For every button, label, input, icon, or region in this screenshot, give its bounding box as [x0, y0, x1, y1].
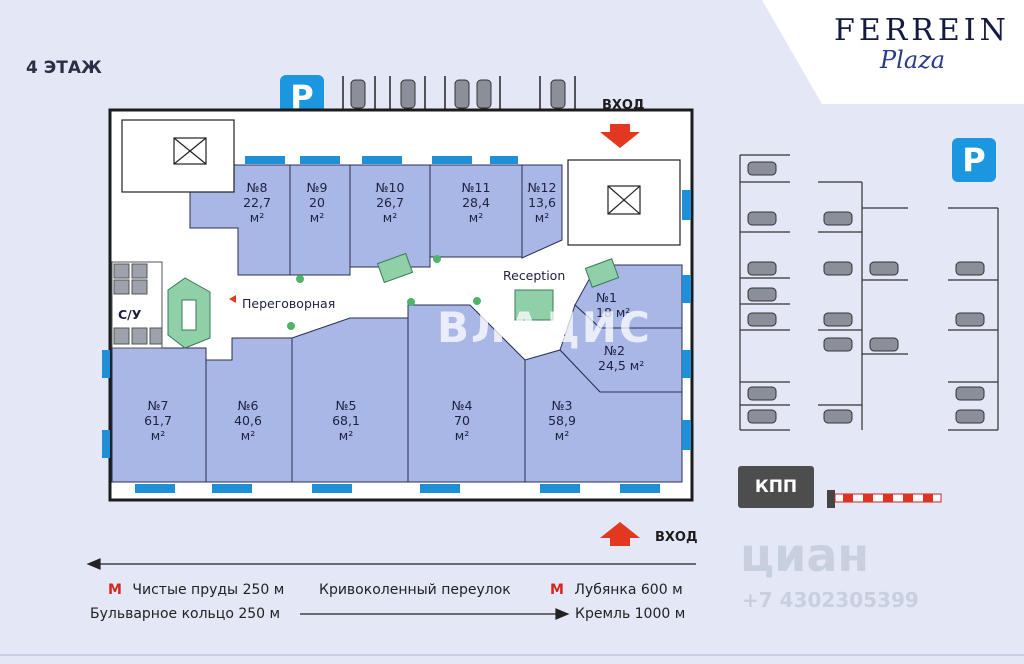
stairwell-right — [567, 159, 681, 246]
cian-phone: +7 4302305399 — [742, 588, 919, 612]
room-area: 18 м² — [596, 305, 631, 320]
metro-icon: М — [550, 582, 564, 598]
lounge-furniture — [376, 252, 620, 321]
room-5[interactable]: №5 68,1 м² — [324, 398, 368, 443]
room-11[interactable]: №11 28,4 м² — [454, 180, 498, 225]
brand-logo: FERREIN Plaza — [762, 0, 1024, 104]
bottom-rooms — [111, 304, 683, 483]
room-unit: м² — [309, 210, 325, 225]
meeting-arrow — [229, 295, 236, 303]
cian-watermark: циан — [740, 528, 870, 582]
room-1[interactable]: №1 18 м² — [596, 290, 646, 320]
floor-label: 4 ЭТАЖ — [26, 58, 102, 78]
room-12[interactable]: №12 13,6 м² — [522, 180, 562, 225]
room-unit: м² — [554, 428, 570, 443]
room-number: №5 — [335, 398, 357, 413]
legend-lubyanka: Лубянка 600 м — [574, 582, 683, 598]
room-6[interactable]: №6 40,6 м² — [226, 398, 270, 443]
plants — [287, 255, 481, 330]
legend-chistye-prudy: Чистые пруды 250 м — [132, 582, 285, 598]
room-area: 68,1 — [332, 413, 360, 428]
room-unit: м² — [534, 210, 550, 225]
room-number: №2 — [604, 343, 625, 358]
room-2[interactable]: №2 24,5 м² — [598, 343, 668, 373]
legend-street: Кривоколенный переулок — [319, 582, 511, 598]
room-area: 24,5 м² — [598, 358, 645, 373]
restroom-block — [111, 261, 163, 349]
room-area: 40,6 — [234, 413, 262, 428]
legend-right-top: М Лубянка 600 м — [550, 582, 683, 598]
room-unit: м² — [338, 428, 354, 443]
legend-left-top: М Чистые пруды 250 м — [108, 582, 284, 598]
room-number: №9 — [306, 180, 328, 195]
right-parking — [739, 154, 999, 431]
room-4[interactable]: №4 70 м² — [440, 398, 484, 443]
checkpoint-box: КПП — [738, 466, 814, 508]
reception-label: Reception — [503, 268, 566, 283]
room-area: 22,7 — [243, 195, 271, 210]
room-number: №3 — [551, 398, 573, 413]
street-arrows — [86, 558, 696, 620]
room-number: №10 — [375, 180, 405, 195]
legend-left-bottom: Бульварное кольцо 250 м — [90, 606, 281, 622]
legend-right-bottom: Кремль 1000 м — [575, 606, 686, 622]
room-area: 58,9 — [548, 413, 576, 428]
restroom-label: С/У — [118, 307, 142, 322]
room-area: 26,7 — [376, 195, 404, 210]
room-unit: м² — [468, 210, 484, 225]
room-area: 13,6 — [528, 195, 556, 210]
room-7[interactable]: №7 61,7 м² — [136, 398, 180, 443]
room-unit: м² — [249, 210, 265, 225]
room-number: №8 — [246, 180, 268, 195]
metro-icon: М — [108, 582, 122, 598]
room-area: 61,7 — [144, 413, 172, 428]
room-9[interactable]: №9 20 м² — [297, 180, 337, 225]
room-unit: м² — [150, 428, 166, 443]
room-8[interactable]: №8 22,7 м² — [236, 180, 278, 225]
room-area: 70 — [454, 413, 470, 428]
stairwell-left — [121, 119, 235, 193]
parking-sign-right: P — [952, 138, 996, 182]
room-number: №4 — [451, 398, 473, 413]
room-unit: м² — [240, 428, 256, 443]
room-number: №1 — [596, 290, 617, 305]
room-unit: м² — [382, 210, 398, 225]
brand-name: FERREIN — [834, 13, 1010, 48]
room-unit: м² — [454, 428, 470, 443]
room-3[interactable]: №3 58,9 м² — [540, 398, 584, 443]
room-area: 28,4 — [462, 195, 490, 210]
parked-cars-top — [350, 79, 566, 109]
room-area: 20 — [309, 195, 325, 210]
parked-cars-right — [747, 161, 985, 424]
entrance-label-bottom: ВХОД — [655, 530, 698, 545]
entrance-arrow-top — [600, 124, 640, 148]
vladis-watermark: ВЛАДИС — [437, 303, 652, 352]
room-number: №7 — [147, 398, 169, 413]
room-number: №12 — [527, 180, 557, 195]
meeting-room-label: Переговорная — [242, 296, 336, 311]
barrier-gate — [827, 490, 942, 508]
brand-subtitle: Plaza — [879, 46, 945, 74]
entrance-label-top: ВХОД — [602, 98, 645, 113]
entrance-arrow-bottom — [600, 522, 640, 546]
windows — [102, 156, 691, 493]
room-number: №11 — [461, 180, 491, 195]
room-10[interactable]: №10 26,7 м² — [368, 180, 412, 225]
room-number: №6 — [237, 398, 259, 413]
